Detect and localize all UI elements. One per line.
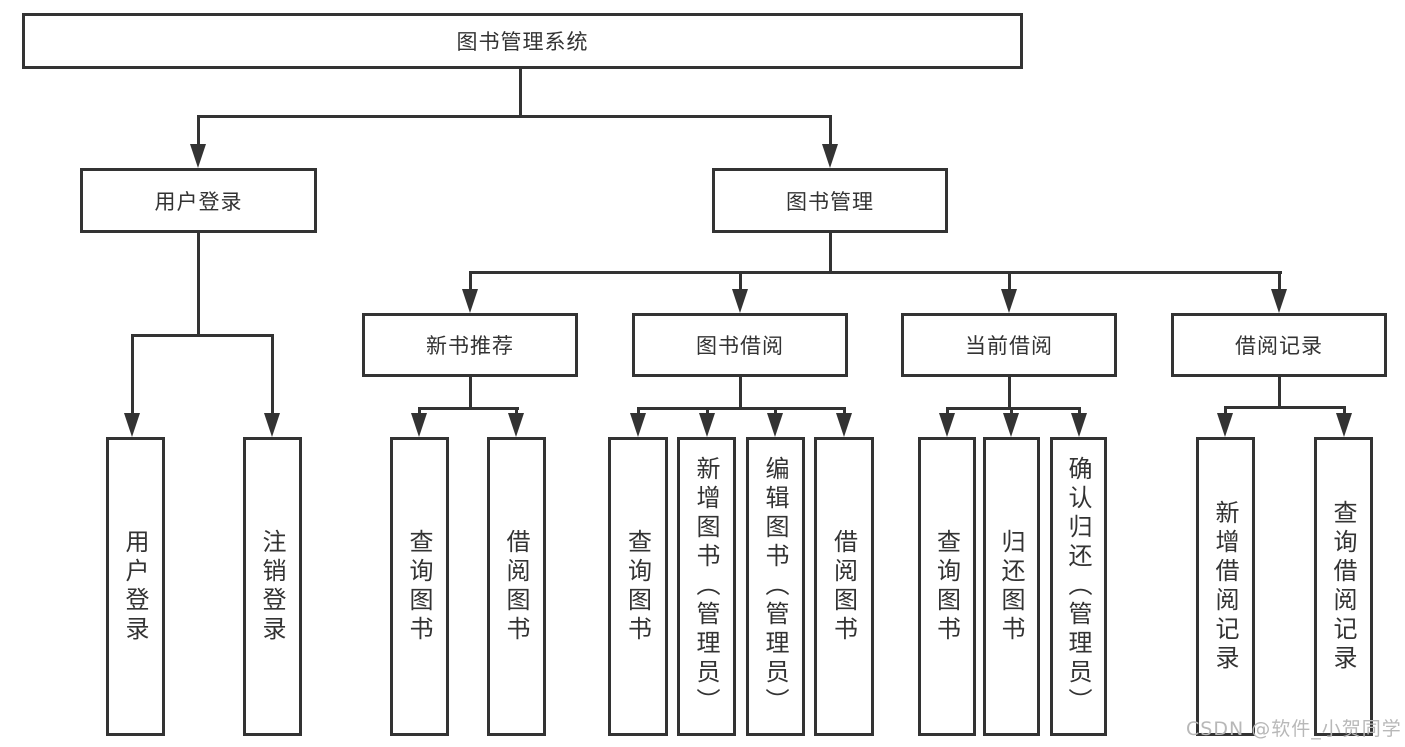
arrowhead-down-icon: [124, 413, 140, 437]
connector-line: [418, 407, 421, 415]
connector-line: [829, 230, 832, 274]
leaf-confirm-return-admin: 确认归还（管理员）: [1050, 437, 1107, 736]
connector-line: [739, 375, 742, 409]
node-label: 新增图书（管理员）: [692, 456, 720, 717]
node-label: 图书管理系统: [456, 30, 589, 54]
node-new-book-recommend: 新书推荐: [362, 313, 578, 377]
connector-line: [197, 230, 200, 337]
arrowhead-down-icon: [822, 144, 838, 168]
node-label: 用户登录: [154, 189, 243, 214]
connector-line: [131, 334, 134, 416]
node-label: 查询图书: [405, 528, 433, 645]
connector-line: [1224, 406, 1346, 409]
node-user-login: 用户登录: [80, 168, 317, 233]
node-book-management: 图书管理: [712, 168, 948, 233]
connector-line: [1010, 407, 1013, 415]
connector-line: [637, 407, 640, 415]
connector-line: [197, 115, 832, 118]
connector-line: [469, 271, 472, 293]
arrowhead-down-icon: [630, 413, 646, 437]
arrowhead-down-icon: [1001, 289, 1017, 313]
leaf-query-books-borrowing: 查询图书: [608, 437, 668, 736]
node-label: 用户登录: [121, 528, 149, 645]
arrowhead-down-icon: [732, 289, 748, 313]
connector-line: [1224, 406, 1227, 415]
node-current-borrowing: 当前借阅: [901, 313, 1117, 377]
connector-line: [946, 407, 1081, 410]
leaf-borrow-books-recommend: 借阅图书: [487, 437, 546, 736]
node-borrowing-records: 借阅记录: [1171, 313, 1387, 377]
connector-line: [271, 334, 274, 416]
connector-line: [946, 407, 949, 415]
node-label: 新书推荐: [426, 334, 514, 358]
watermark: CSDN @软件_小贺同学: [1186, 718, 1402, 740]
node-label: 借阅图书: [502, 528, 530, 645]
arrowhead-down-icon: [836, 413, 852, 437]
node-label: 图书借阅: [696, 334, 784, 358]
arrowhead-down-icon: [462, 289, 478, 313]
node-label: 编辑图书（管理员）: [761, 456, 789, 717]
node-label: 新增借阅记录: [1211, 499, 1239, 674]
node-label: 查询图书: [932, 528, 961, 645]
connector-line: [197, 115, 200, 148]
connector-line: [1078, 407, 1081, 415]
node-label: 借阅图书: [829, 528, 858, 645]
arrowhead-down-icon: [939, 413, 955, 437]
connector-line: [1008, 375, 1011, 409]
connector-line: [739, 271, 742, 293]
connector-line: [1278, 375, 1281, 408]
connector-line: [1008, 271, 1011, 293]
leaf-add-books-admin: 新增图书（管理员）: [677, 437, 736, 736]
leaf-query-borrow-record: 查询借阅记录: [1314, 437, 1373, 736]
leaf-user-login: 用户登录: [106, 437, 165, 736]
leaf-add-borrow-record: 新增借阅记录: [1196, 437, 1255, 736]
connector-line: [469, 375, 472, 409]
node-label: 图书管理: [786, 189, 874, 214]
arrowhead-down-icon: [190, 144, 206, 168]
node-label: 确认归还（管理员）: [1064, 456, 1092, 717]
arrowhead-down-icon: [1217, 413, 1233, 437]
node-label: 借阅记录: [1235, 334, 1323, 358]
connector-line: [843, 407, 846, 415]
connector-line: [774, 407, 777, 415]
connector-line: [131, 334, 274, 337]
arrowhead-down-icon: [1003, 413, 1019, 437]
connector-line: [418, 407, 519, 410]
node-label: 归还图书: [997, 528, 1025, 645]
arrowhead-down-icon: [264, 413, 280, 437]
connector-line: [519, 66, 522, 117]
node-book-borrowing: 图书借阅: [632, 313, 848, 377]
leaf-query-books-recommend: 查询图书: [390, 437, 449, 736]
connector-line: [637, 407, 846, 410]
node-label: 查询图书: [623, 528, 652, 645]
arrowhead-down-icon: [508, 413, 524, 437]
node-label: 注销登录: [258, 528, 286, 645]
leaf-return-books: 归还图书: [983, 437, 1040, 736]
arrowhead-down-icon: [1271, 289, 1287, 313]
arrowhead-down-icon: [767, 413, 783, 437]
connector-line: [515, 407, 518, 415]
leaf-edit-books-admin: 编辑图书（管理员）: [746, 437, 805, 736]
connector-line: [469, 271, 1282, 274]
arrowhead-down-icon: [1071, 413, 1087, 437]
connector-line: [1278, 271, 1281, 293]
leaf-borrow-books: 借阅图书: [814, 437, 874, 736]
arrowhead-down-icon: [411, 413, 427, 437]
node-label: 当前借阅: [965, 334, 1053, 358]
node-library-management-system: 图书管理系统: [22, 13, 1023, 69]
leaf-query-books-current: 查询图书: [918, 437, 976, 736]
leaf-logout: 注销登录: [243, 437, 302, 736]
connector-line: [829, 115, 832, 148]
arrowhead-down-icon: [1336, 413, 1352, 437]
connector-line: [706, 407, 709, 415]
connector-line: [1343, 406, 1346, 415]
node-label: 查询借阅记录: [1329, 499, 1357, 674]
arrowhead-down-icon: [699, 413, 715, 437]
